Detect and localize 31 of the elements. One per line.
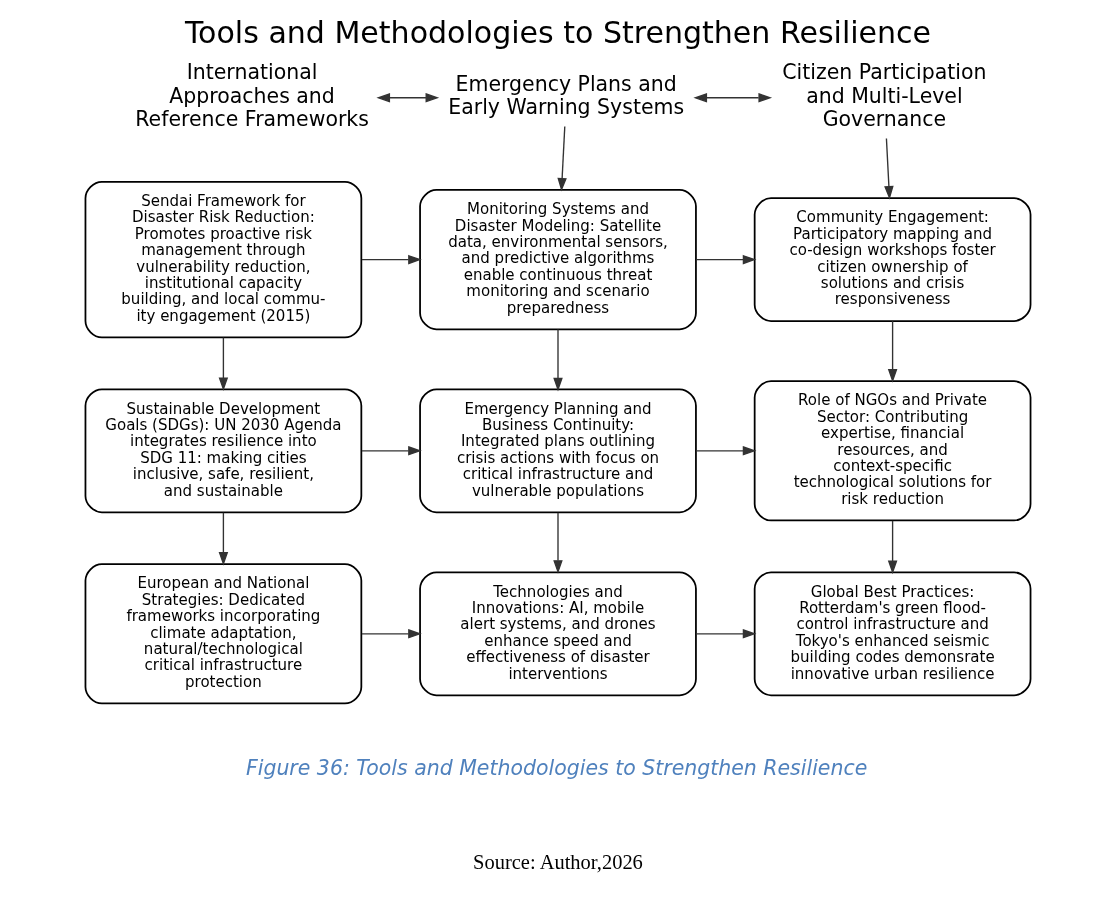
node-box: Community Engagement: Participatory mapping and co-design workshops foster citizen ownership of solutions and crisis responsiveness — [753, 197, 1032, 322]
node-box: Sendai Framework for Disaster Risk Reduction: Promotes proactive risk management through vulnerability reduction, institutional capacity building, and local commu- ity engagement (2015) — [84, 180, 363, 339]
node-box: European and National Strategies: Dedicated frameworks incorporating climate adaptation, natural/technological critical infrastructure protection — [84, 563, 363, 705]
arrow — [695, 629, 757, 639]
arrow — [557, 125, 567, 192]
node-text: International Approaches and Reference Frameworks — [135, 60, 369, 131]
node-text: Citizen Participation and Multi-Level Governance — [782, 60, 987, 131]
node-text: Emergency Plans and Early Warning Systems — [448, 71, 685, 120]
arrow — [376, 93, 440, 103]
node-box: Monitoring Systems and Disaster Modeling: Satellite data, environmental sensors, and predictive algorithms enable continuous threat monitoring and scenario preparedness — [419, 189, 697, 331]
node-box: Emergency Planning and Business Continuity: Integrated plans outlining crisis actions with focus on critical infrastructure and vulnerable populations — [419, 388, 697, 514]
arrow — [361, 446, 422, 456]
arrow — [218, 512, 229, 566]
arrow — [887, 320, 898, 383]
arrow — [887, 520, 898, 575]
arrow — [361, 629, 422, 639]
node-box: Technologies and Innovations: AI, mobile alert systems, and drones enhance speed and effectiveness of disaster interventions — [419, 571, 697, 697]
caption: Figure 36: Tools and Methodologies to Strengthen Resilience — [245, 756, 868, 781]
arrow — [553, 512, 563, 574]
arrow — [695, 446, 757, 456]
label: Source: Author,2026 — [473, 851, 643, 874]
arrow — [884, 137, 894, 200]
node-box: Role of NGOs and Private Sector: Contributing expertise, financial resources, and context-specific technological solutions for risk reduction — [753, 380, 1032, 522]
arrow — [693, 93, 773, 103]
diagram-title: Tools and Methodologies to Strengthen Resilience — [184, 15, 932, 51]
arrow — [218, 336, 229, 392]
arrow — [361, 254, 422, 265]
arrow — [695, 254, 757, 265]
node-box: Sustainable Development Goals (SDGs): UN 2030 Agenda integrates resilience into SDG 11: making cities inclusive, safe, resilient, and sustainable — [84, 388, 363, 514]
arrow — [553, 328, 563, 392]
node-box: Global Best Practices: Rotterdam's green flood- control infrastructure and Tokyo's enhanced seismic building codes demonsrate innovative urban resilience — [753, 571, 1032, 697]
